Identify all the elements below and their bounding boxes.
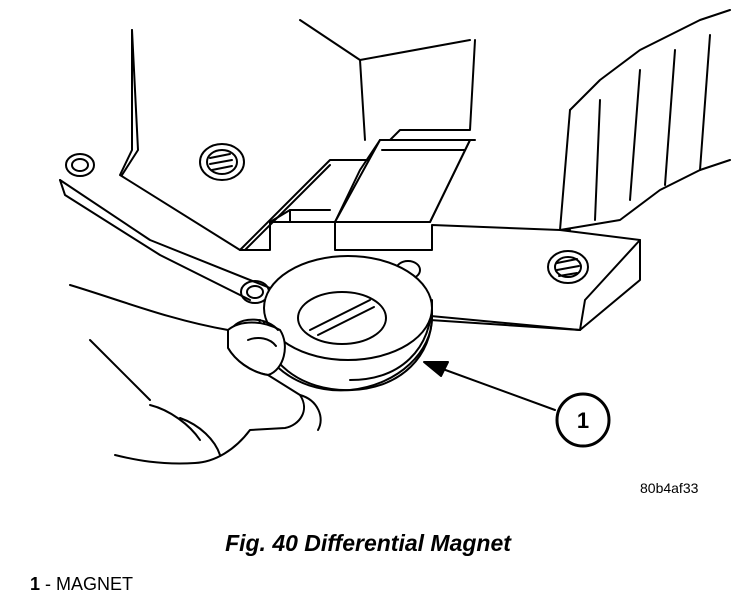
- figure-caption: Fig. 40 Differential Magnet: [225, 530, 511, 556]
- bolt-hole-upper: [199, 143, 245, 181]
- legend: 1 - MAGNET: [30, 574, 133, 595]
- figure-reference-code: 80b4af33: [640, 480, 699, 496]
- magnet: [257, 255, 433, 392]
- callout-1: 1: [555, 392, 611, 448]
- legend-item-separator: -: [40, 574, 57, 594]
- bolt-hole-left: [65, 153, 95, 177]
- bolt-hole-right: [547, 250, 589, 284]
- legend-item: 1 - MAGNET: [30, 574, 133, 595]
- legend-item-number: 1: [30, 574, 41, 594]
- callout-number: 1: [577, 408, 589, 433]
- hand: [69, 284, 322, 465]
- callout-arrow: [423, 361, 556, 411]
- legend-item-label: MAGNET: [56, 574, 134, 594]
- differential-magnet-illustration: 1: [59, 9, 731, 465]
- housing-casting: [119, 9, 731, 251]
